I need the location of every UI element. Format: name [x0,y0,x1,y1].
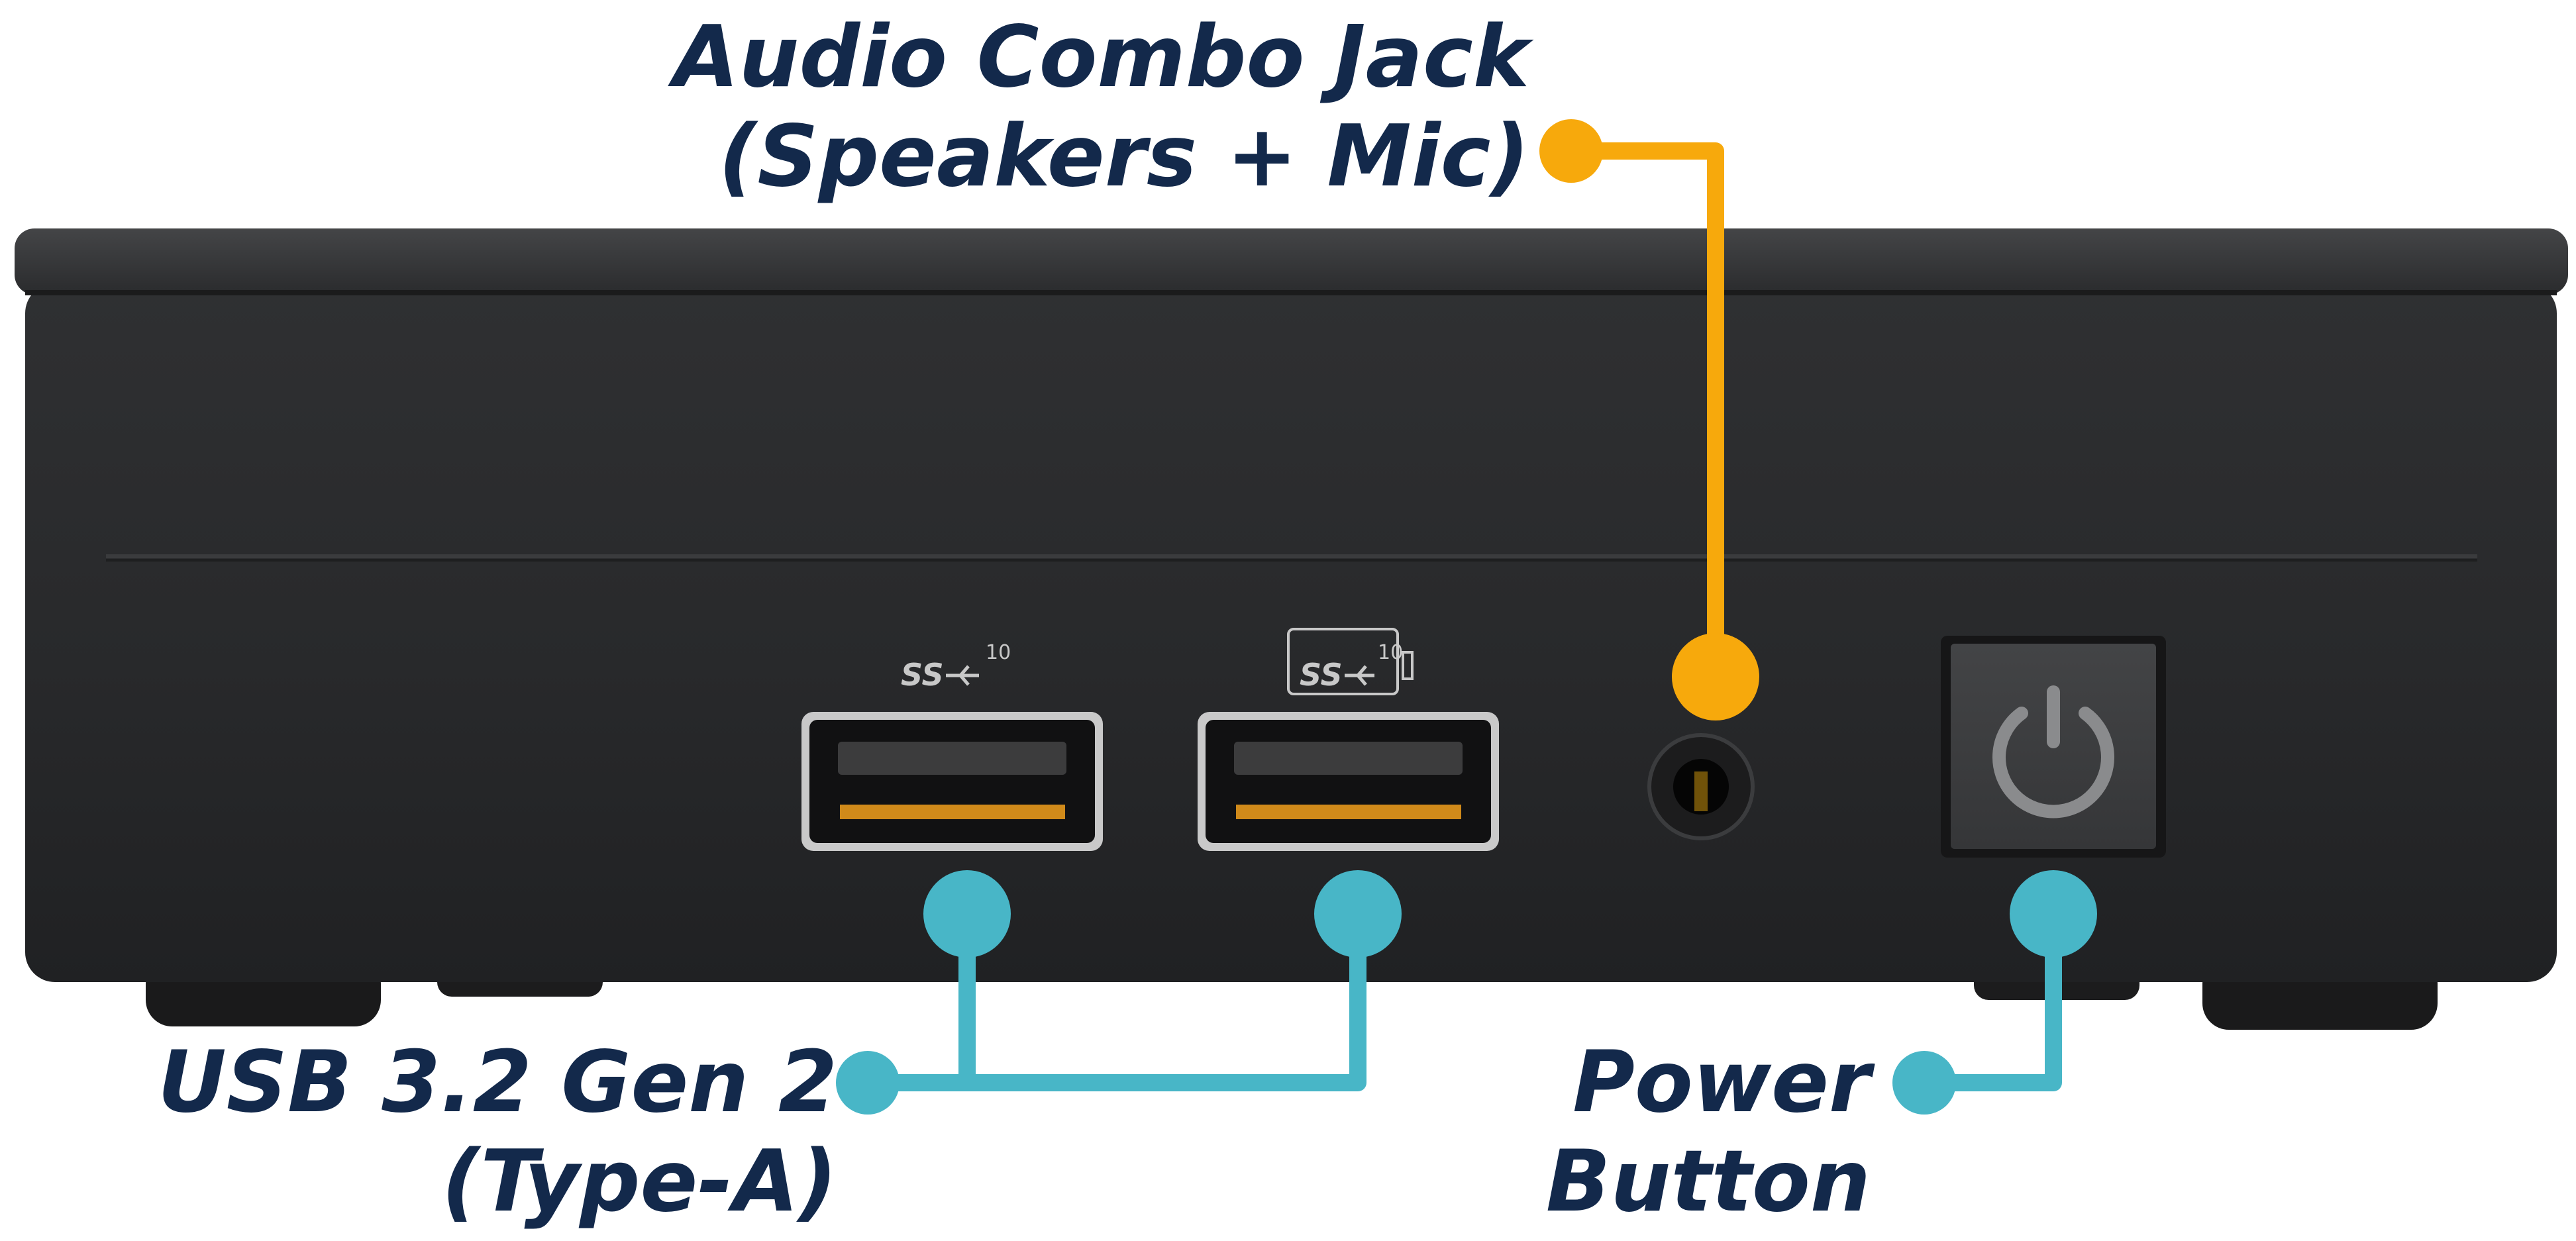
audio-callout-line1: Audio Combo Jack [673,8,1529,107]
audio-callout-line2: (Speakers + Mic) [718,107,1529,206]
usb-callout-line1: USB 3.2 Gen 2 [157,1033,837,1132]
audio-leader-line [1563,142,1724,685]
usb-leader-dot-port-left [923,870,1011,958]
usb-callout-label: USB 3.2 Gen 2 (Type-A) [158,1033,837,1232]
usb-left-logo-text: SS [901,657,944,693]
power-callout-line1: Power [1572,1033,1871,1132]
mini-pc-device: SS 10 SS 10 [15,228,2568,1030]
device-lid [15,228,2568,295]
usb-left-speed-text: 10 [986,641,1011,664]
power-button [1941,636,2166,858]
usb-leader-dot-port-right [1314,870,1402,958]
usb-right-speed-text: 10 [1378,641,1403,664]
audio-jack [1647,733,1755,840]
power-callout-line2: Button [1545,1132,1871,1231]
usb-callout-line2: (Type-A) [441,1132,837,1231]
usb-right-logo-text: SS [1300,657,1343,693]
usb-leader-dot-label [836,1051,900,1115]
power-leader-dot-label [1892,1051,1956,1115]
power-leader-dot-port [2010,870,2097,958]
audio-leader-dot-label [1539,119,1603,183]
audio-leader-dot-port [1672,633,1759,720]
lid-seam [25,290,2557,295]
device-body [25,283,2557,982]
power-callout-label: Power Button [1546,1033,1871,1232]
power-leader-line [1916,905,2062,1091]
usb-port-right [1198,712,1499,851]
usb-superspeed-10-icon: SS 10 [1287,628,1414,695]
power-icon [1992,685,2114,819]
audio-callout-label: Audio Combo Jack (Speakers + Mic) [673,8,1529,207]
usb-port-left [801,712,1103,851]
usb-superspeed-10-icon: SS 10 [901,641,1011,693]
